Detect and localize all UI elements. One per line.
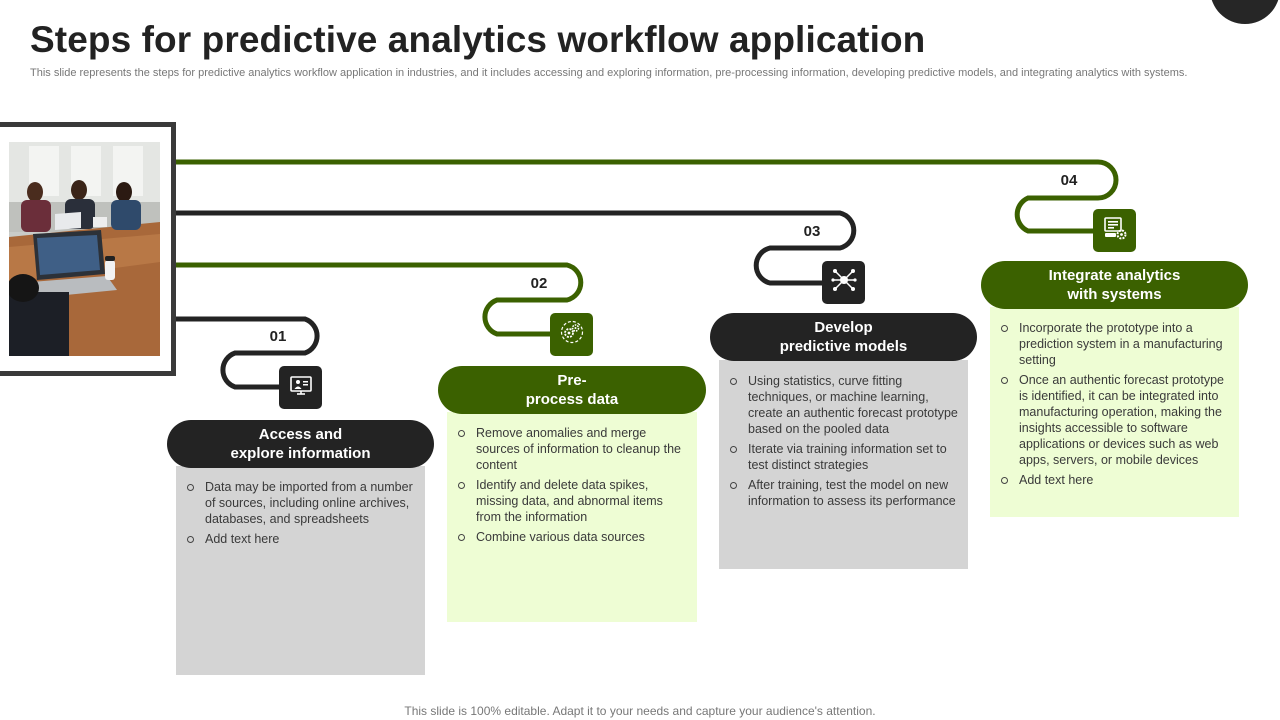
step-02-icon-box	[550, 313, 593, 356]
bullet-item: Incorporate the prototype into a predict…	[1000, 320, 1229, 368]
step-02-bullet-list: Remove anomalies and merge sources of in…	[457, 425, 687, 545]
computer-settings-icon	[1102, 215, 1128, 246]
bullet-item: Identify and delete data spikes, missing…	[457, 477, 687, 525]
step-04-panel: Incorporate the prototype into a predict…	[990, 307, 1239, 517]
step-02-title-line2: process data	[525, 391, 619, 408]
step-03-title-line1: Develop	[814, 319, 873, 336]
step-04-title-line2: with systems	[1067, 286, 1162, 303]
step-04-title-line1: Integrate analytics	[1048, 267, 1181, 284]
bullet-item: Using statistics, curve fitting techniqu…	[729, 373, 958, 437]
step-04-bullet-list: Incorporate the prototype into a predict…	[1000, 320, 1229, 488]
step-02-number: 02	[530, 275, 548, 292]
bullet-item: Add text here	[186, 531, 415, 547]
bullet-item: Remove anomalies and merge sources of in…	[457, 425, 687, 473]
connector-step-02	[157, 262, 584, 337]
bullet-item: Add text here	[1000, 472, 1229, 488]
photo-frame	[0, 122, 176, 376]
bullet-item: Iterate via training information set to …	[729, 441, 958, 473]
step-01-title-pill: Access and explore information	[167, 420, 434, 468]
step-03-icon-box	[822, 261, 865, 304]
step-03-bullet-list: Using statistics, curve fitting techniqu…	[729, 373, 958, 509]
step-04-title-pill: Integrate analytics with systems	[981, 261, 1248, 309]
slide-subtitle: This slide represents the steps for pred…	[30, 67, 1188, 79]
step-03-number: 03	[803, 223, 821, 240]
bullet-item: After training, test the model on new in…	[729, 477, 958, 509]
meeting-photo	[9, 142, 160, 356]
connector-step-01	[173, 316, 320, 390]
connector-step-03	[173, 210, 857, 286]
step-01-panel: Data may be imported from a number of so…	[176, 466, 425, 675]
network-brain-icon	[830, 267, 857, 298]
step-04-icon-box	[1093, 209, 1136, 252]
step-01-icon-box	[279, 366, 322, 409]
step-03-title-line2: predictive models	[779, 338, 908, 355]
slide-title: Steps for predictive analytics workflow …	[30, 19, 926, 60]
step-03-title-pill: Develop predictive models	[710, 313, 977, 361]
bullet-item: Once an authentic forecast prototype is …	[1000, 372, 1229, 468]
step-02-title-pill: Pre- process data	[438, 366, 706, 414]
step-02-panel: Remove anomalies and merge sources of in…	[447, 412, 697, 622]
step-01-title-line2: explore information	[230, 445, 371, 462]
step-03-panel: Using statistics, curve fitting techniqu…	[719, 360, 968, 569]
bullet-item: Combine various data sources	[457, 529, 687, 545]
bullet-item: Data may be imported from a number of so…	[186, 479, 415, 527]
step-01-title-line1: Access and	[258, 426, 343, 443]
step-01-bullet-list: Data may be imported from a number of so…	[186, 479, 415, 547]
slide-footer: This slide is 100% editable. Adapt it to…	[404, 704, 876, 718]
step-02-title-line1: Pre-	[557, 372, 587, 389]
presentation-icon	[289, 373, 313, 402]
gears-icon	[559, 319, 585, 350]
connector-step-04	[173, 159, 1119, 234]
step-01-number: 01	[269, 328, 287, 345]
step-04-number: 04	[1060, 172, 1078, 189]
